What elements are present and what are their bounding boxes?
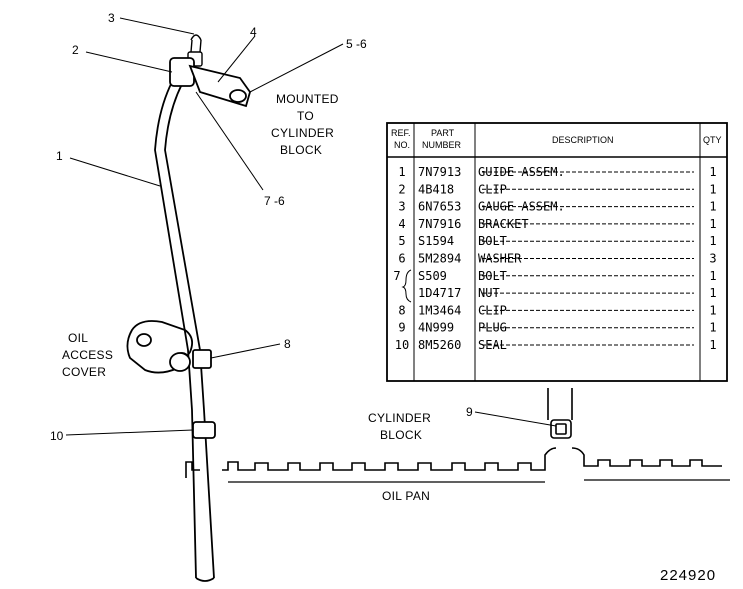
svg-text:BLOCK: BLOCK	[280, 143, 322, 157]
cell-part: 1M3464	[418, 303, 461, 317]
dipstick-rod	[187, 34, 203, 67]
svg-text:CYLINDER: CYLINDER	[271, 126, 334, 140]
oil-access-label: OIL ACCESS COVER	[62, 331, 113, 379]
table-row: 7 S509 BOLT 1	[393, 269, 716, 283]
svg-text:TO: TO	[297, 109, 314, 123]
bracket	[188, 64, 251, 108]
oil-pan-label: OIL PAN	[382, 489, 430, 503]
cell-qty: 1	[709, 182, 716, 196]
clip-8	[169, 349, 212, 372]
callout-2: 2	[72, 43, 79, 57]
figure-number: 224920	[660, 567, 716, 584]
cell-part: 4N999	[418, 321, 454, 335]
cell-qty: 1	[709, 303, 716, 317]
callout-5-6: 5 -6	[346, 37, 367, 51]
callout-3: 3	[108, 11, 115, 25]
cell-ref: 2	[398, 182, 405, 196]
callout-10: 10	[50, 429, 64, 443]
table-row: 10 8M5260 SEAL 1	[395, 338, 717, 352]
cell-qty: 1	[709, 234, 716, 248]
table-row: 8 1M3464 CLIP 1	[398, 303, 716, 317]
cell-qty: 1	[709, 286, 716, 300]
cell-qty: 1	[709, 338, 716, 352]
cell-qty: 1	[709, 165, 716, 179]
cell-part: S1594	[418, 234, 454, 248]
cell-ref: 8	[398, 303, 405, 317]
header-description: DESCRIPTION	[552, 135, 614, 145]
leader-lines	[65, 17, 557, 436]
cell-ref: 5	[398, 234, 405, 248]
callout-1: 1	[56, 149, 63, 163]
header-number: NUMBER	[422, 140, 462, 150]
table-row: 5 S1594 BOLT 1	[398, 234, 716, 248]
cylinder-block-label: CYLINDER BLOCK	[368, 411, 431, 442]
seal-10	[192, 421, 216, 439]
cell-ref: 10	[395, 338, 409, 352]
cell-description: CLIP	[478, 182, 507, 196]
svg-text:OIL: OIL	[68, 331, 88, 345]
cell-ref: 3	[398, 200, 405, 214]
cell-ref: 6	[398, 252, 405, 266]
cell-part: 8M5260	[418, 338, 461, 352]
cell-part: 5M2894	[418, 252, 461, 266]
callout-7-6: 7 -6	[264, 194, 285, 208]
cell-qty: 1	[709, 269, 716, 283]
cell-ref: 1	[398, 165, 405, 179]
table-row: 2 4B418 CLIP 1	[398, 182, 716, 196]
svg-text:ACCESS: ACCESS	[62, 348, 113, 362]
cell-description: PLUG	[478, 321, 507, 335]
header-no: NO.	[394, 140, 410, 150]
cell-description: CLIP	[478, 303, 507, 317]
svg-text:MOUNTED: MOUNTED	[276, 92, 339, 106]
guide-tube	[154, 81, 215, 582]
header-part: PART	[431, 128, 455, 138]
cell-part: S509	[418, 269, 447, 283]
svg-text:BLOCK: BLOCK	[380, 428, 422, 442]
cell-ref: 7	[393, 269, 400, 283]
cell-qty: 3	[709, 252, 716, 266]
cell-part: 1D4717	[418, 286, 461, 300]
callout-4: 4	[250, 25, 257, 39]
cell-qty: 1	[709, 200, 716, 214]
callout-9: 9	[466, 405, 473, 419]
cell-part: 7N7916	[418, 217, 461, 231]
table-row: 9 4N999 PLUG 1	[398, 321, 716, 335]
cell-qty: 1	[709, 321, 716, 335]
cell-qty: 1	[709, 217, 716, 231]
parts-table: REF. NO. PART NUMBER DESCRIPTION QTY 1 7N…	[386, 122, 728, 382]
cell-ref: 4	[398, 217, 405, 231]
header-qty: QTY	[703, 135, 722, 145]
header-ref: REF.	[391, 128, 411, 138]
cell-description: SEAL	[478, 338, 507, 352]
cell-description: BOLT	[478, 234, 507, 248]
callout-8: 8	[284, 337, 291, 351]
mounted-label: MOUNTED TO CYLINDER BLOCK	[271, 92, 339, 157]
plug-9	[547, 388, 573, 439]
cell-description: BOLT	[478, 269, 507, 283]
cell-part: 6N7653	[418, 200, 461, 214]
oil-pan-outline	[185, 447, 730, 483]
cell-part: 4B418	[418, 182, 454, 196]
cell-ref: 9	[398, 321, 405, 335]
svg-text:CYLINDER: CYLINDER	[368, 411, 431, 425]
cell-part: 7N7913	[418, 165, 461, 179]
clip-top	[169, 57, 195, 87]
svg-text:COVER: COVER	[62, 365, 106, 379]
callouts: 3 2 4 5 -6 1 7 -6 8 9 10	[50, 11, 473, 443]
